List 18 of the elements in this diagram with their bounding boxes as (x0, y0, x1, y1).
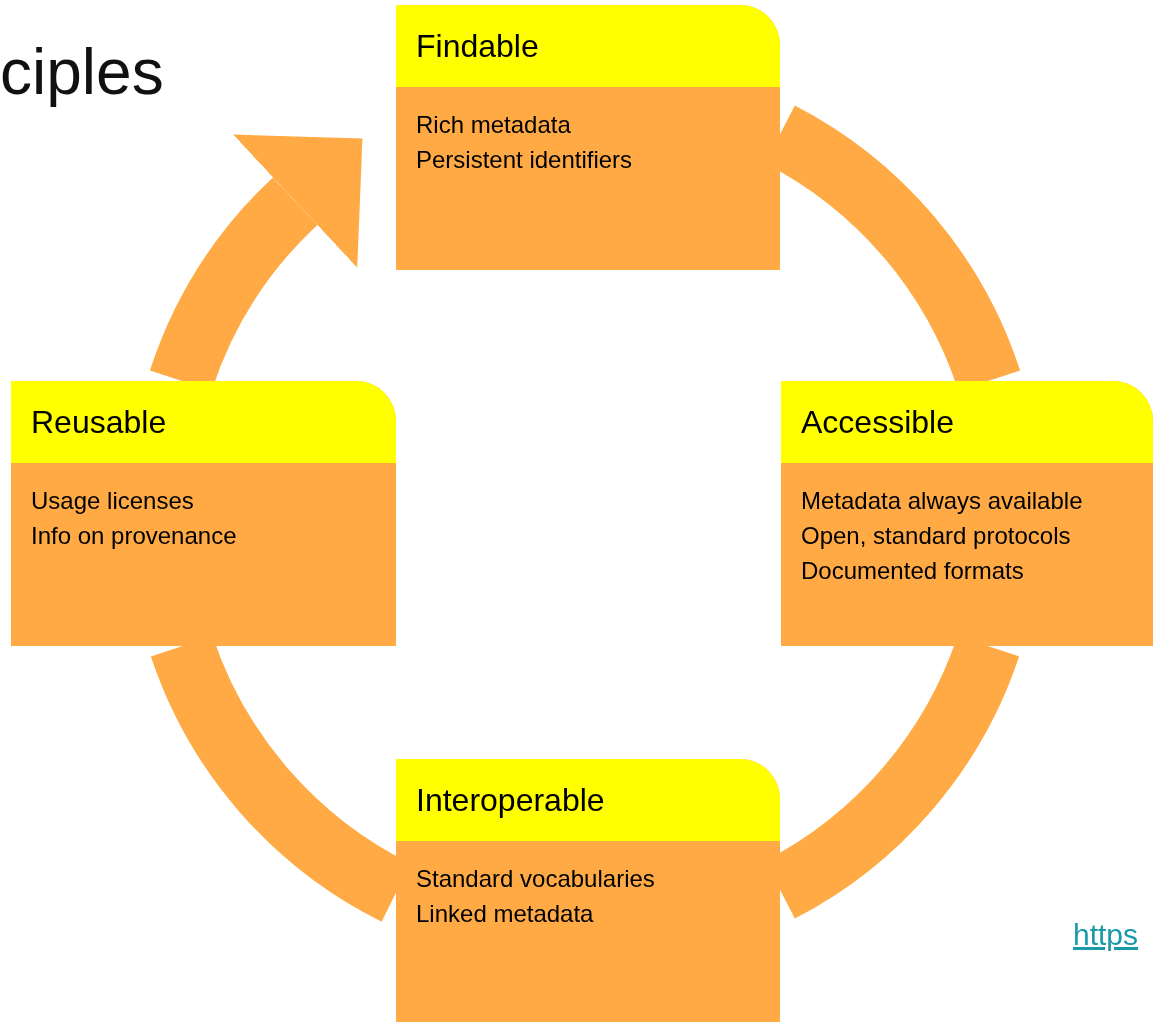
card-text: Persistent identifiers (416, 145, 633, 175)
card-heading: Interoperable (416, 781, 605, 819)
card-text: Rich metadata (416, 110, 571, 140)
card-heading: Accessible (801, 403, 954, 441)
card-heading: Reusable (31, 403, 167, 441)
principle-card (396, 5, 780, 270)
card-text: Metadata always available (801, 486, 1083, 516)
card-text: Usage licenses (31, 486, 194, 516)
principle-card (11, 381, 396, 646)
card-text: Linked metadata (416, 899, 594, 929)
link: https (1073, 918, 1139, 952)
card-text: Standard vocabularies (416, 864, 655, 894)
card-heading: Findable (416, 27, 539, 65)
principle-card (781, 381, 1153, 646)
card-text: Info on provenance (31, 521, 237, 551)
principle-card (396, 759, 780, 1022)
card-text: Documented formats (801, 556, 1024, 586)
card-text: Open, standard protocols (801, 521, 1071, 551)
